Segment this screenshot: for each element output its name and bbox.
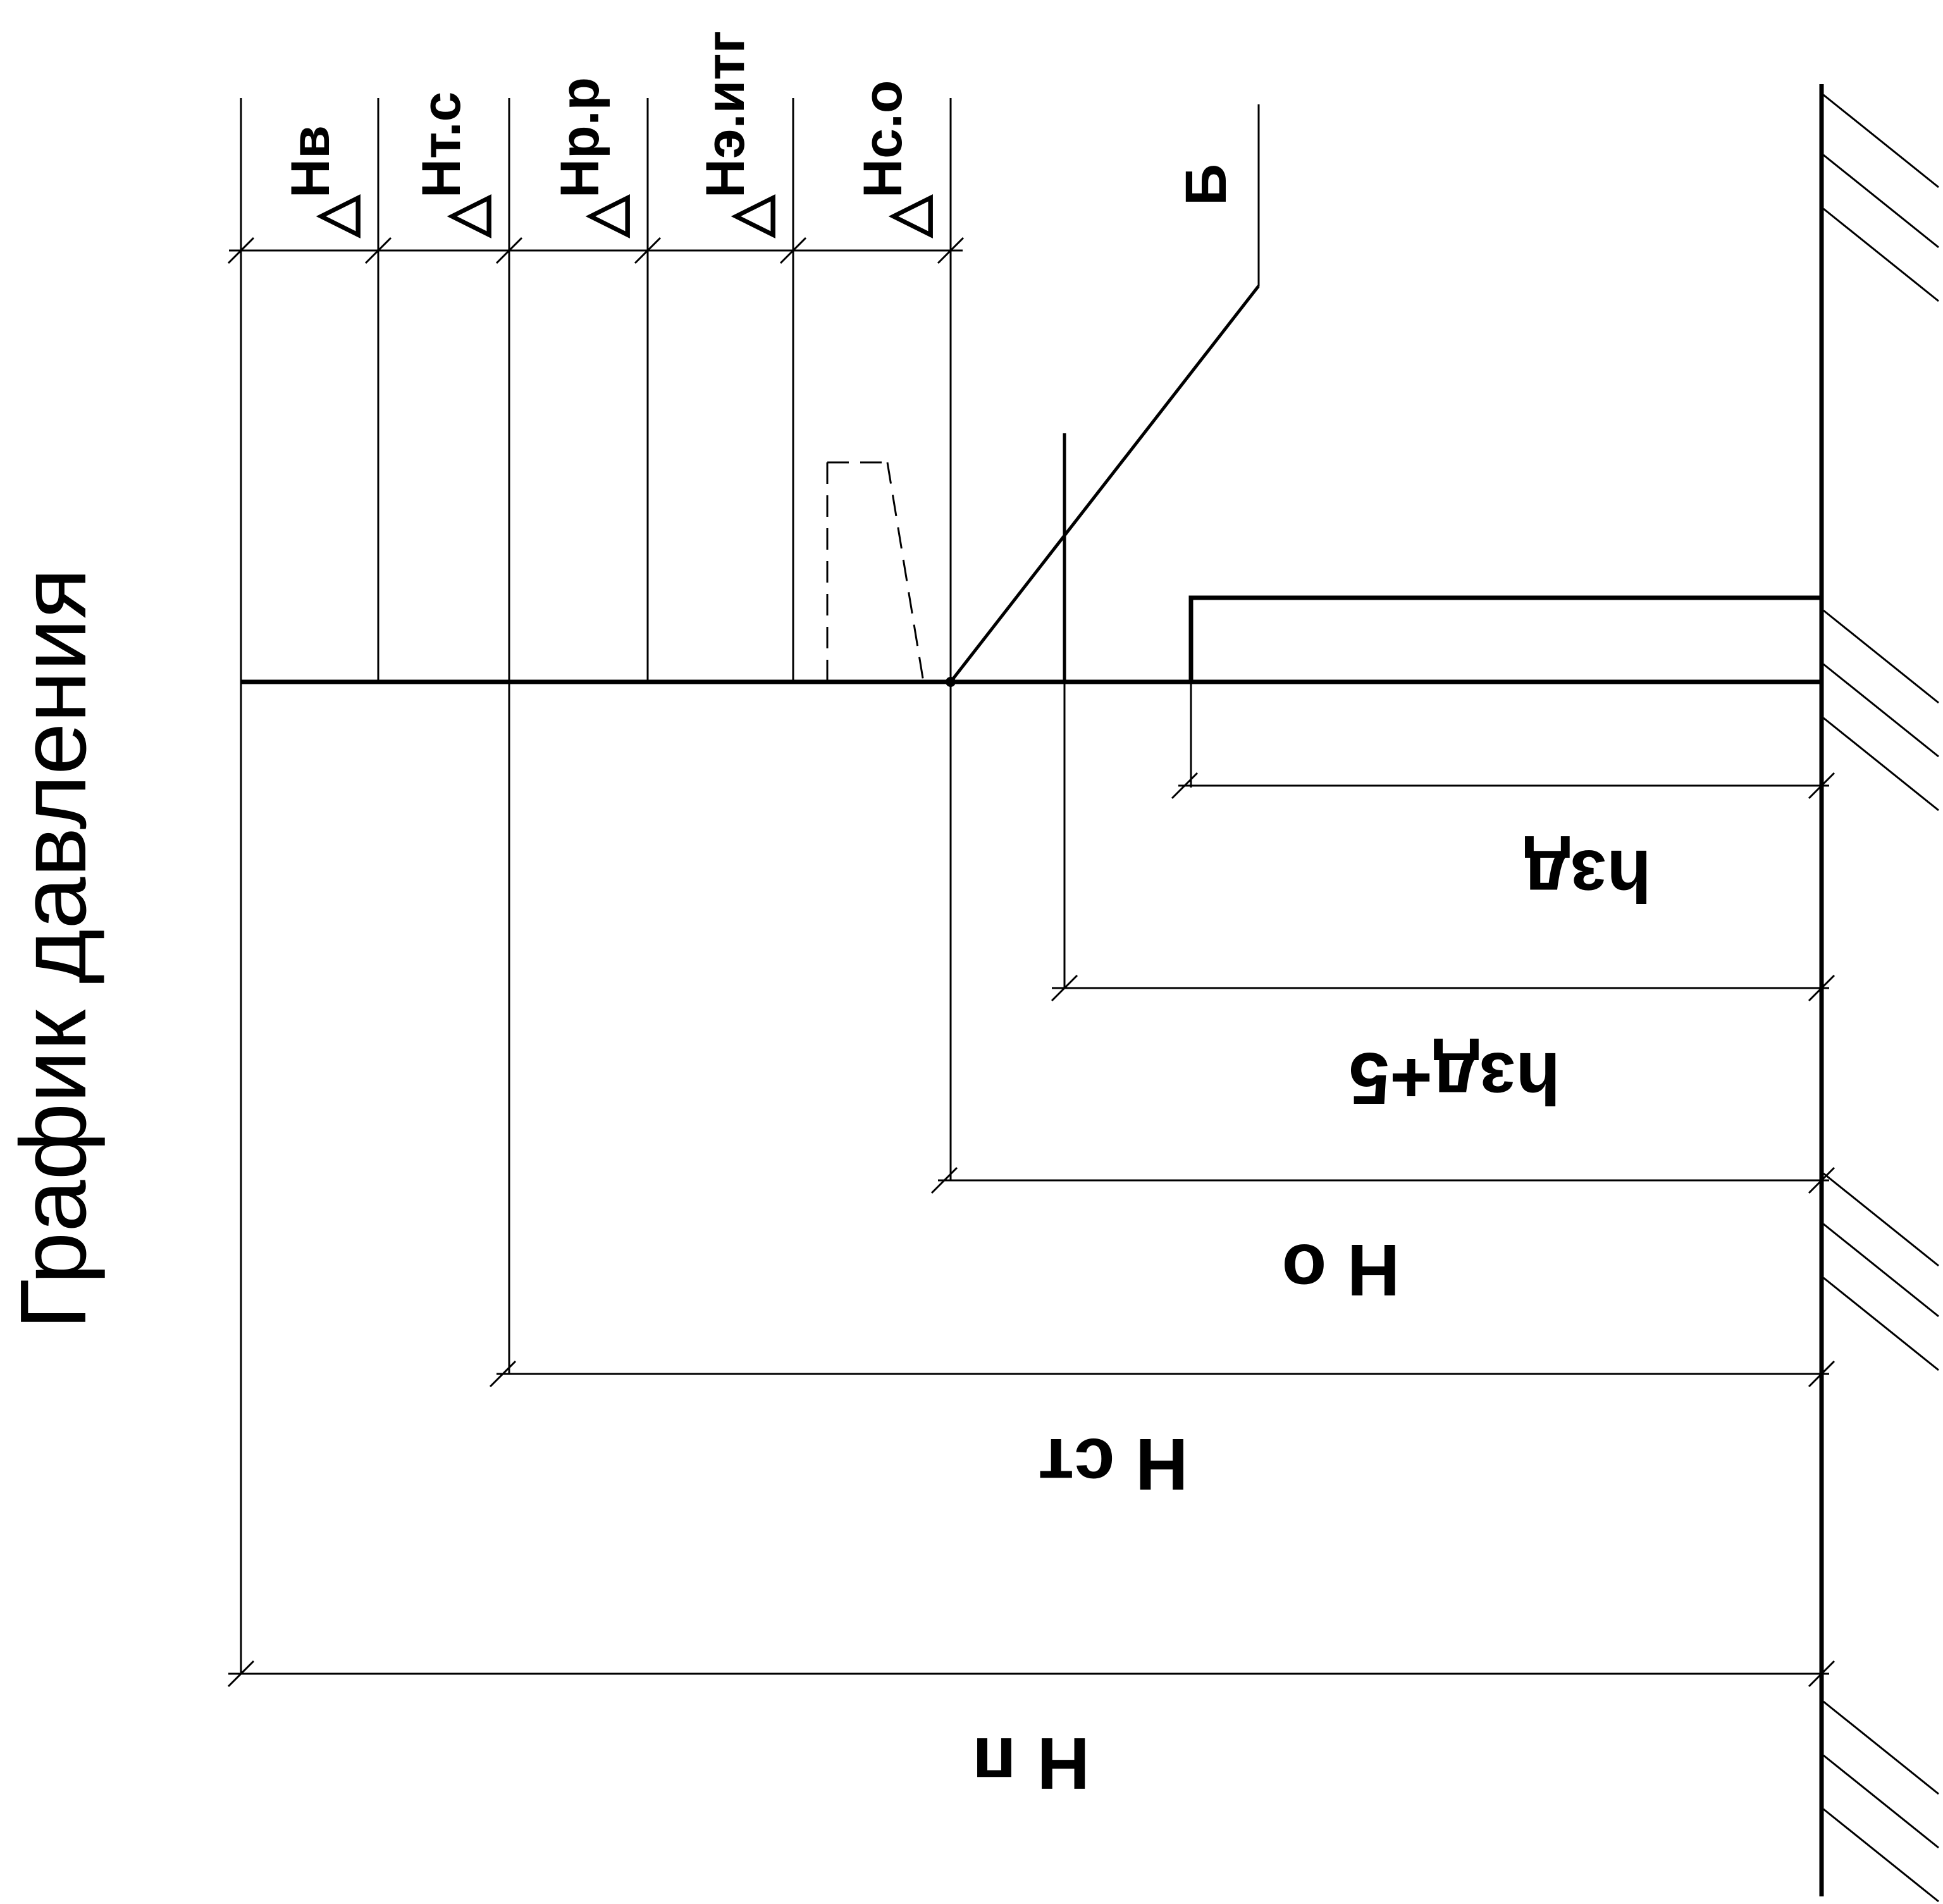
head-label-hts: △ Нт.с [411,92,496,238]
label-hst-group: Н ст [1038,1423,1188,1505]
label-hso: Нс.о [853,80,913,198]
tick [1051,974,1078,1002]
curve-label-group: Б [1174,164,1238,206]
title-group: График давления [1,568,106,1330]
tick [1808,1360,1835,1388]
head-label-hv: △ Нв [280,125,365,238]
head-label-heitg: △ Нэ.итг [695,31,780,238]
dim-label-hzd: hзд [1524,835,1651,917]
tick [1808,1660,1835,1688]
tick [930,1166,958,1194]
dim-label-hp: Н п [972,1722,1090,1805]
label-hrr: Нр.р [550,77,610,198]
dim-label-hst: Н ст [1038,1423,1188,1505]
delta-symbol: △ [304,194,365,238]
tick [779,237,807,264]
tick [1808,772,1835,800]
lower-dimensions [227,682,1835,1688]
tick [227,1660,255,1688]
tick [227,237,255,264]
dim-label-ho: Н о [1282,1229,1400,1311]
dash-right [886,462,925,683]
delta-symbol: △ [574,194,634,238]
tick [489,1360,517,1388]
label-ho-group: Н о [1282,1229,1400,1311]
dim-label-hzd5: hзд+5 [1349,1037,1560,1120]
head-loss-chain [227,98,965,682]
dashed-pump-symbol [826,461,925,683]
tick [495,237,523,264]
delta-symbol: △ [435,194,496,238]
head-label-hrr: △ Нр.р [550,77,634,238]
tick [364,237,392,264]
building-rectangle [1188,595,1824,684]
label-hzd5-group: hзд+5 [1349,1037,1560,1120]
tick [1171,772,1199,800]
tick [1808,1166,1835,1194]
sloped-line [949,285,1260,683]
label-heitg: Нэ.итг [695,31,756,198]
diagram-title: График давления [1,568,106,1330]
tick [634,237,662,264]
delta-symbol: △ [877,194,937,238]
label-hts: Нт.с [411,92,472,198]
curve-label-b: Б [1174,164,1238,206]
delta-symbol: △ [719,194,780,238]
tick [1808,974,1835,1002]
curve-b [949,104,1260,683]
head-label-hso: △ Нс.о [853,80,937,238]
label-hv: Нв [280,125,341,198]
tick [937,237,965,264]
label-hzd-group: hзд [1524,835,1651,917]
label-hp-group: Н п [972,1722,1090,1805]
wall-hatching [1823,94,1939,1903]
